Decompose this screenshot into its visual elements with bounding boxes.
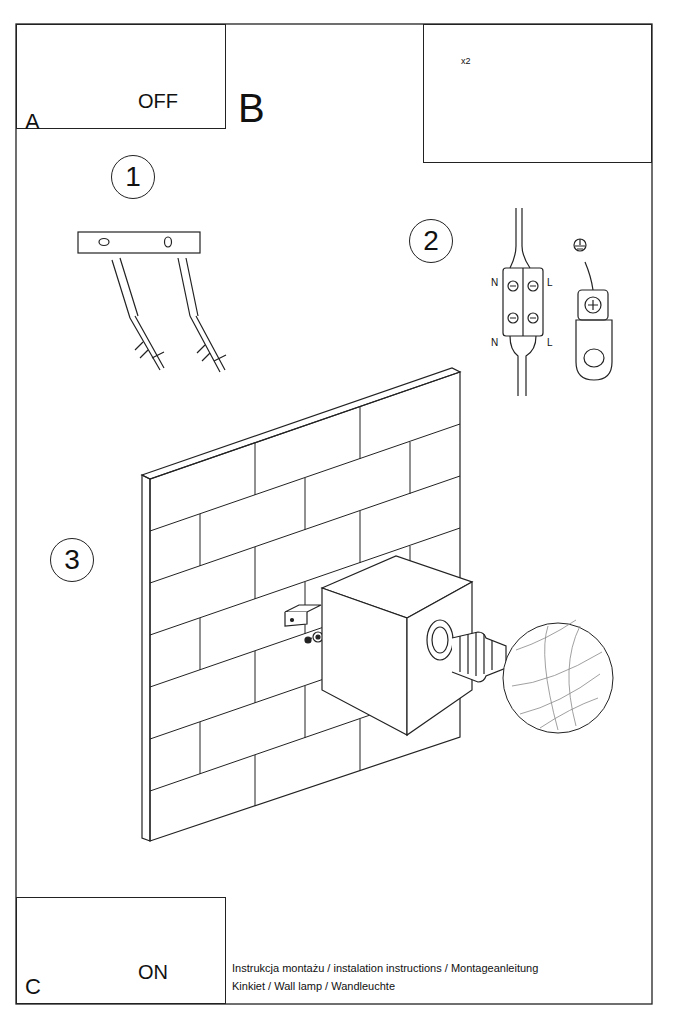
mounting-bar: [78, 232, 200, 253]
wire-label: L: [547, 338, 553, 348]
quantity-label: x2: [461, 57, 471, 66]
step-letter: B: [238, 88, 265, 128]
wire-label: N: [491, 338, 498, 348]
callout-number: 3: [50, 538, 94, 582]
wire-label: L: [547, 278, 553, 288]
caption-text: Instrukcja montażu / instalation instruc…: [232, 963, 538, 974]
callout-number: 1: [125, 163, 141, 191]
ground-terminal: [574, 239, 612, 380]
screws: [112, 258, 226, 372]
bulb: [452, 620, 613, 733]
terminal-block: [503, 208, 543, 396]
step-letter: A: [25, 111, 40, 133]
callout-number: 2: [423, 227, 439, 255]
step-panel: C ON: [16, 897, 226, 1004]
wire-label: N: [491, 278, 498, 288]
step-panel: AOFF: [16, 24, 226, 129]
callout-number: 3: [64, 546, 80, 574]
cube-lamp: [322, 556, 472, 735]
step-text: ON: [138, 962, 168, 982]
tools-panel: x2: [423, 24, 652, 163]
callout-number: 1: [111, 155, 155, 199]
step-letter: C: [25, 976, 41, 998]
step-text: OFF: [138, 91, 178, 111]
callout-number: 2: [409, 219, 453, 263]
caption-text: Kinkiet / Wall lamp / Wandleuchte: [232, 981, 395, 992]
